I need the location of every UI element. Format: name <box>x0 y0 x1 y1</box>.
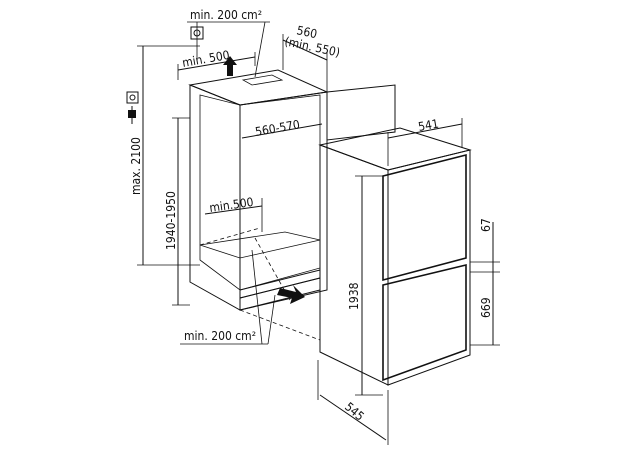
max-height-label: max. 2100 <box>129 137 143 195</box>
depth-top-label: 560 <box>295 23 318 41</box>
power-socket-icon <box>126 91 139 104</box>
side-panel <box>326 84 396 141</box>
gap-height-label: 67 <box>479 218 493 232</box>
vent-top-label: min. 200 cm² <box>190 8 262 22</box>
niche-height-label: 1940-1950 <box>164 191 178 250</box>
width-top-label: min. 500 <box>181 48 231 70</box>
niche-width-label: 560-570 <box>254 117 301 139</box>
arrow-right-icon <box>277 285 305 304</box>
appliance <box>318 127 472 386</box>
lower-door-height-label: 669 <box>479 297 493 318</box>
inner-min-label: min.500 <box>208 195 254 215</box>
plug-icon <box>128 106 136 124</box>
appliance-depth-bottom-label: 545 <box>342 400 367 424</box>
appliance-height-label: 1938 <box>347 282 361 310</box>
vent-bottom-label: min. 200 cm² <box>184 329 256 343</box>
appliance-depth-top-label: 541 <box>417 117 440 134</box>
